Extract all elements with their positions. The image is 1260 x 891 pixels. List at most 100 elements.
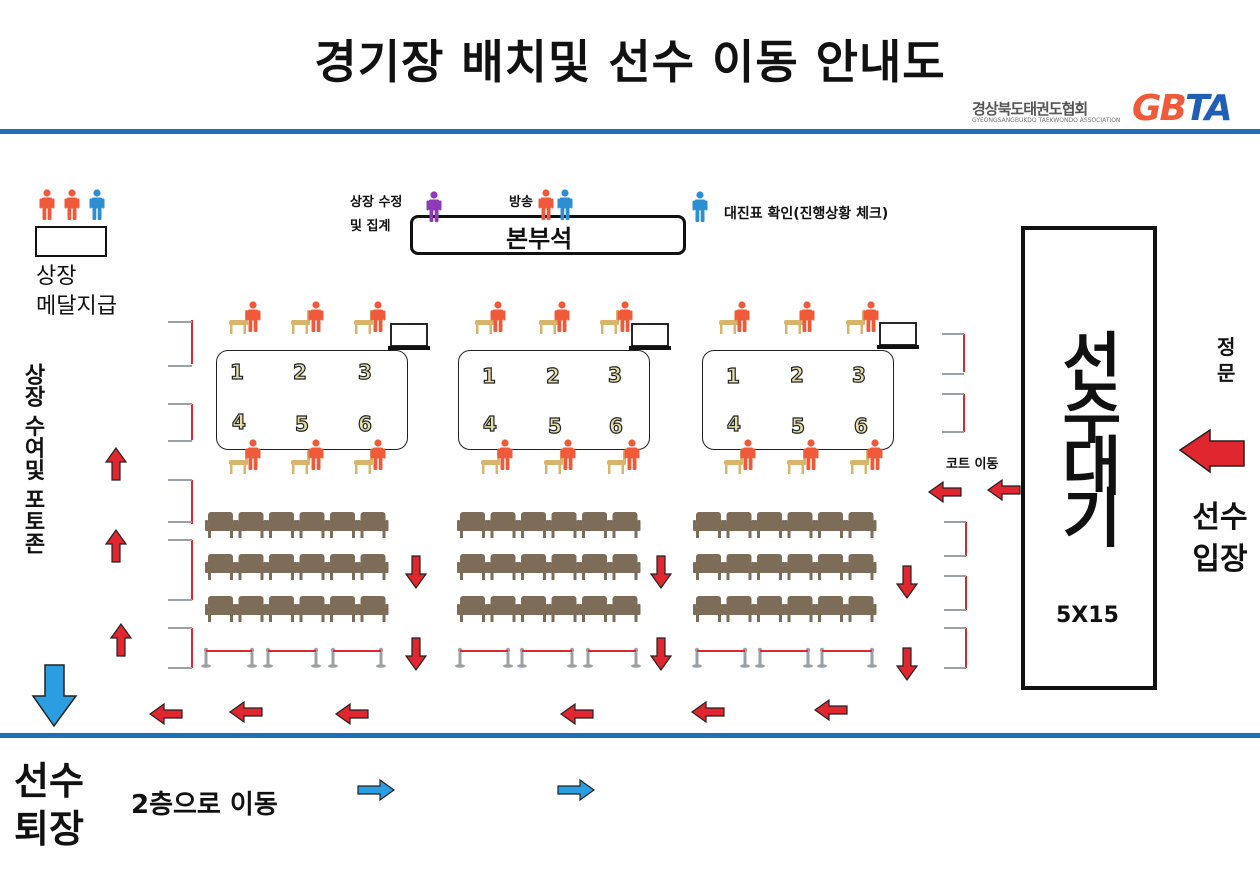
court-2 xyxy=(458,350,650,450)
waiting-area xyxy=(1021,226,1157,690)
spectator-seat xyxy=(327,554,358,580)
court-2-number: 3 xyxy=(607,362,622,387)
entrance-label: 선수 입장 xyxy=(1192,500,1248,577)
spectator-seat xyxy=(723,554,755,580)
exit-label-line1: 선수 xyxy=(14,759,84,803)
court-3-number: 5 xyxy=(790,413,805,438)
photo-zone-label: 상장 수여및 포토존 xyxy=(20,363,45,555)
spectator-seat xyxy=(296,512,328,538)
spectator-seat xyxy=(693,596,724,622)
court-1-number: 1 xyxy=(229,359,244,384)
court-3-number: 1 xyxy=(725,363,740,388)
top-divider xyxy=(0,129,1260,134)
court-2-number: 6 xyxy=(608,413,623,438)
spectator-seat xyxy=(548,554,580,580)
spectator-seat xyxy=(487,554,519,580)
court-3-number: 4 xyxy=(726,411,741,436)
court-3-number: 3 xyxy=(851,362,866,387)
spectator-seat xyxy=(693,512,724,538)
court-2-number: 4 xyxy=(482,411,497,436)
court-1-number: 2 xyxy=(292,359,307,384)
spectator-seat xyxy=(754,512,785,538)
waiting-area-size: 5X15 xyxy=(1056,603,1119,628)
court-2-number: 2 xyxy=(545,363,560,388)
spectator-seat xyxy=(609,554,641,580)
spectator-seat xyxy=(457,554,488,580)
court-move-label: 코트 이동 xyxy=(946,457,999,472)
spectator-seat xyxy=(357,554,389,580)
spectator-seat xyxy=(609,512,641,538)
spectator-seat xyxy=(205,512,236,538)
spectator-seat xyxy=(205,554,236,580)
court-1-number: 4 xyxy=(231,409,246,434)
main-gate-label: 정문 xyxy=(1217,335,1236,385)
spectator-seat xyxy=(357,512,389,538)
spectator-seat xyxy=(815,512,846,538)
spectator-seat xyxy=(548,596,580,622)
spectator-seat xyxy=(296,554,328,580)
page-title: 경기장 배치및 선수 이동 안내도 xyxy=(314,35,946,89)
spectator-seat xyxy=(754,554,785,580)
spectator-seat xyxy=(327,512,358,538)
spectator-seat xyxy=(693,554,724,580)
spectator-seat xyxy=(266,512,297,538)
spectator-seat xyxy=(235,512,267,538)
spectator-seat xyxy=(579,554,610,580)
spectator-seat xyxy=(754,596,785,622)
spectator-seat xyxy=(235,596,267,622)
spectator-seat xyxy=(205,596,236,622)
court-3-number: 6 xyxy=(853,413,868,438)
spectator-seat xyxy=(784,596,816,622)
second-floor-label: 2층으로 이동 xyxy=(131,790,278,820)
court-2-number: 1 xyxy=(481,363,496,388)
spectator-seat xyxy=(579,512,610,538)
spectator-seat xyxy=(457,596,488,622)
spectator-seat xyxy=(296,596,328,622)
spectator-seat xyxy=(609,596,641,622)
spectator-seat xyxy=(723,596,755,622)
spectator-seat xyxy=(845,596,877,622)
spectator-seat xyxy=(518,554,549,580)
court-1-number: 6 xyxy=(357,411,372,436)
broadcast-label: 방송 xyxy=(509,195,533,210)
spectator-seat xyxy=(518,512,549,538)
association-name-en: GYEONGSANGBUKDO TAEKWONDO ASSOCIATION xyxy=(972,117,1121,124)
court-1-number: 5 xyxy=(294,411,309,436)
spectator-seat xyxy=(235,554,267,580)
spectator-seat xyxy=(579,596,610,622)
spectator-seat xyxy=(266,596,297,622)
waiting-area-label: 선수대기 xyxy=(1062,327,1122,557)
court-3-number: 2 xyxy=(789,362,804,387)
scoring-label-line2: 및 집계 xyxy=(350,219,391,234)
awards-label-line2: 메달지급 xyxy=(36,294,117,319)
bracket-check-label: 대진표 확인(진행상황 체크) xyxy=(724,206,889,222)
court-1-number: 3 xyxy=(357,359,372,384)
spectator-seat xyxy=(784,512,816,538)
spectator-seat xyxy=(784,554,816,580)
spectator-seat xyxy=(518,596,549,622)
court-3 xyxy=(702,350,894,450)
spectator-seat xyxy=(815,554,846,580)
spectator-seat xyxy=(815,596,846,622)
awards-label-line1: 상장 xyxy=(36,264,77,289)
spectator-seat xyxy=(327,596,358,622)
spectator-seat xyxy=(457,512,488,538)
spectator-seat xyxy=(487,512,519,538)
association-name: 경상북도태권도협회 xyxy=(972,100,1088,118)
court-1 xyxy=(216,350,408,450)
spectator-seat xyxy=(845,512,877,538)
spectator-seat xyxy=(266,554,297,580)
bottom-divider xyxy=(0,733,1260,738)
scoring-label-line1: 상장 수정 xyxy=(350,195,403,210)
main-table-label: 본부석 xyxy=(506,225,573,253)
awards-table xyxy=(35,226,107,257)
spectator-seat xyxy=(357,596,389,622)
spectator-seat xyxy=(723,512,755,538)
court-2-number: 5 xyxy=(547,413,562,438)
spectator-seat xyxy=(845,554,877,580)
spectator-seat xyxy=(487,596,519,622)
association-logo: GBTA xyxy=(1132,88,1233,129)
spectator-seat xyxy=(548,512,580,538)
exit-label-line2: 퇴장 xyxy=(14,807,84,851)
